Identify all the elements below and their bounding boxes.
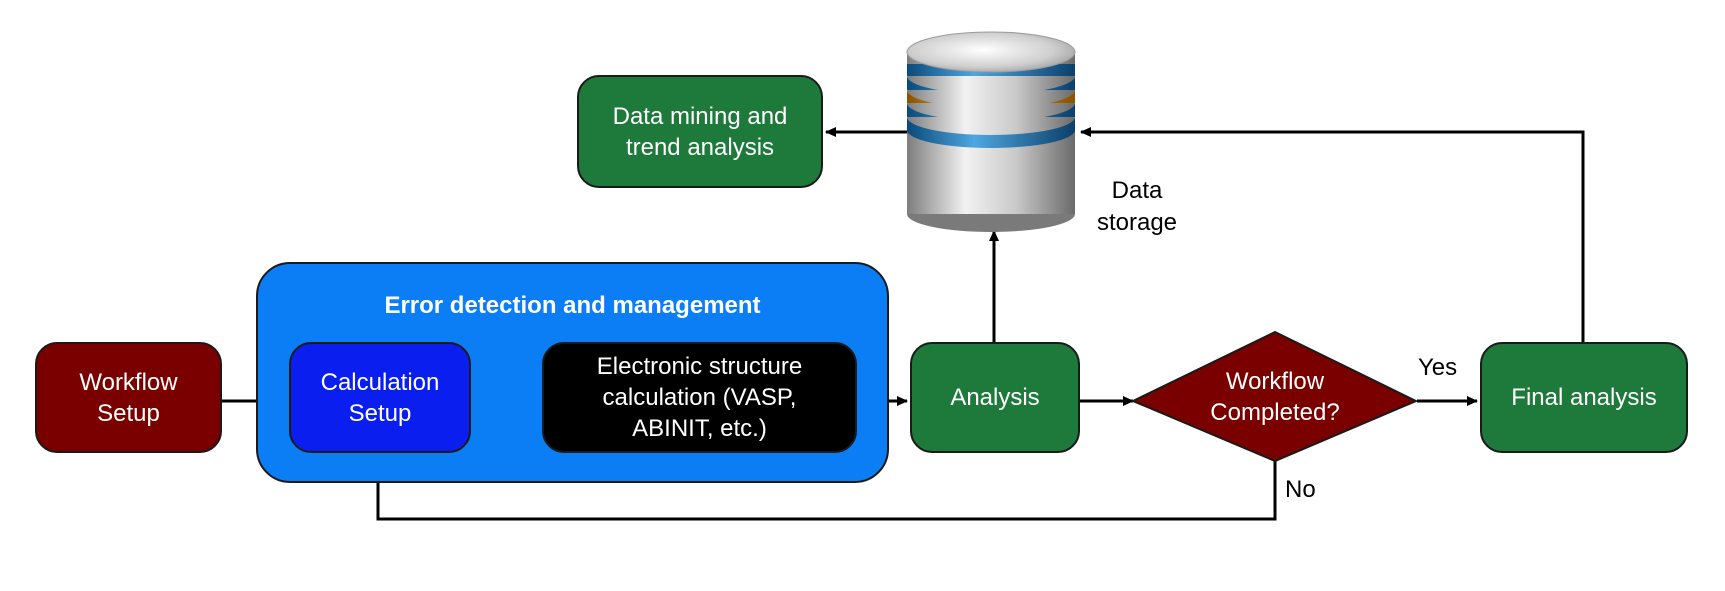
data-storage-label: Data storage: [1096, 177, 1178, 236]
analysis-node: Analysis: [910, 342, 1080, 453]
final-analysis-node: Final analysis: [1480, 342, 1688, 453]
workflow-completed-node: Workflow Completed?: [1210, 367, 1340, 426]
arrow-decision-no-loop: [373, 457, 1277, 521]
electronic-structure-node: Electronic structure calculation (VASP, …: [542, 342, 857, 453]
database-icon: [906, 31, 1076, 232]
arrow-final-to-storage: [1080, 127, 1585, 343]
yes-label: Yes: [1418, 354, 1458, 381]
workflow-setup-node: Workflow Setup: [35, 342, 222, 453]
data-mining-node: Data mining and trend analysis: [577, 75, 823, 188]
calculation-setup-node: Calculation Setup: [289, 342, 471, 453]
error-detection-title: Error detection and management: [384, 292, 761, 319]
no-label: No: [1285, 476, 1316, 503]
decision-diamond: [1130, 330, 1419, 463]
